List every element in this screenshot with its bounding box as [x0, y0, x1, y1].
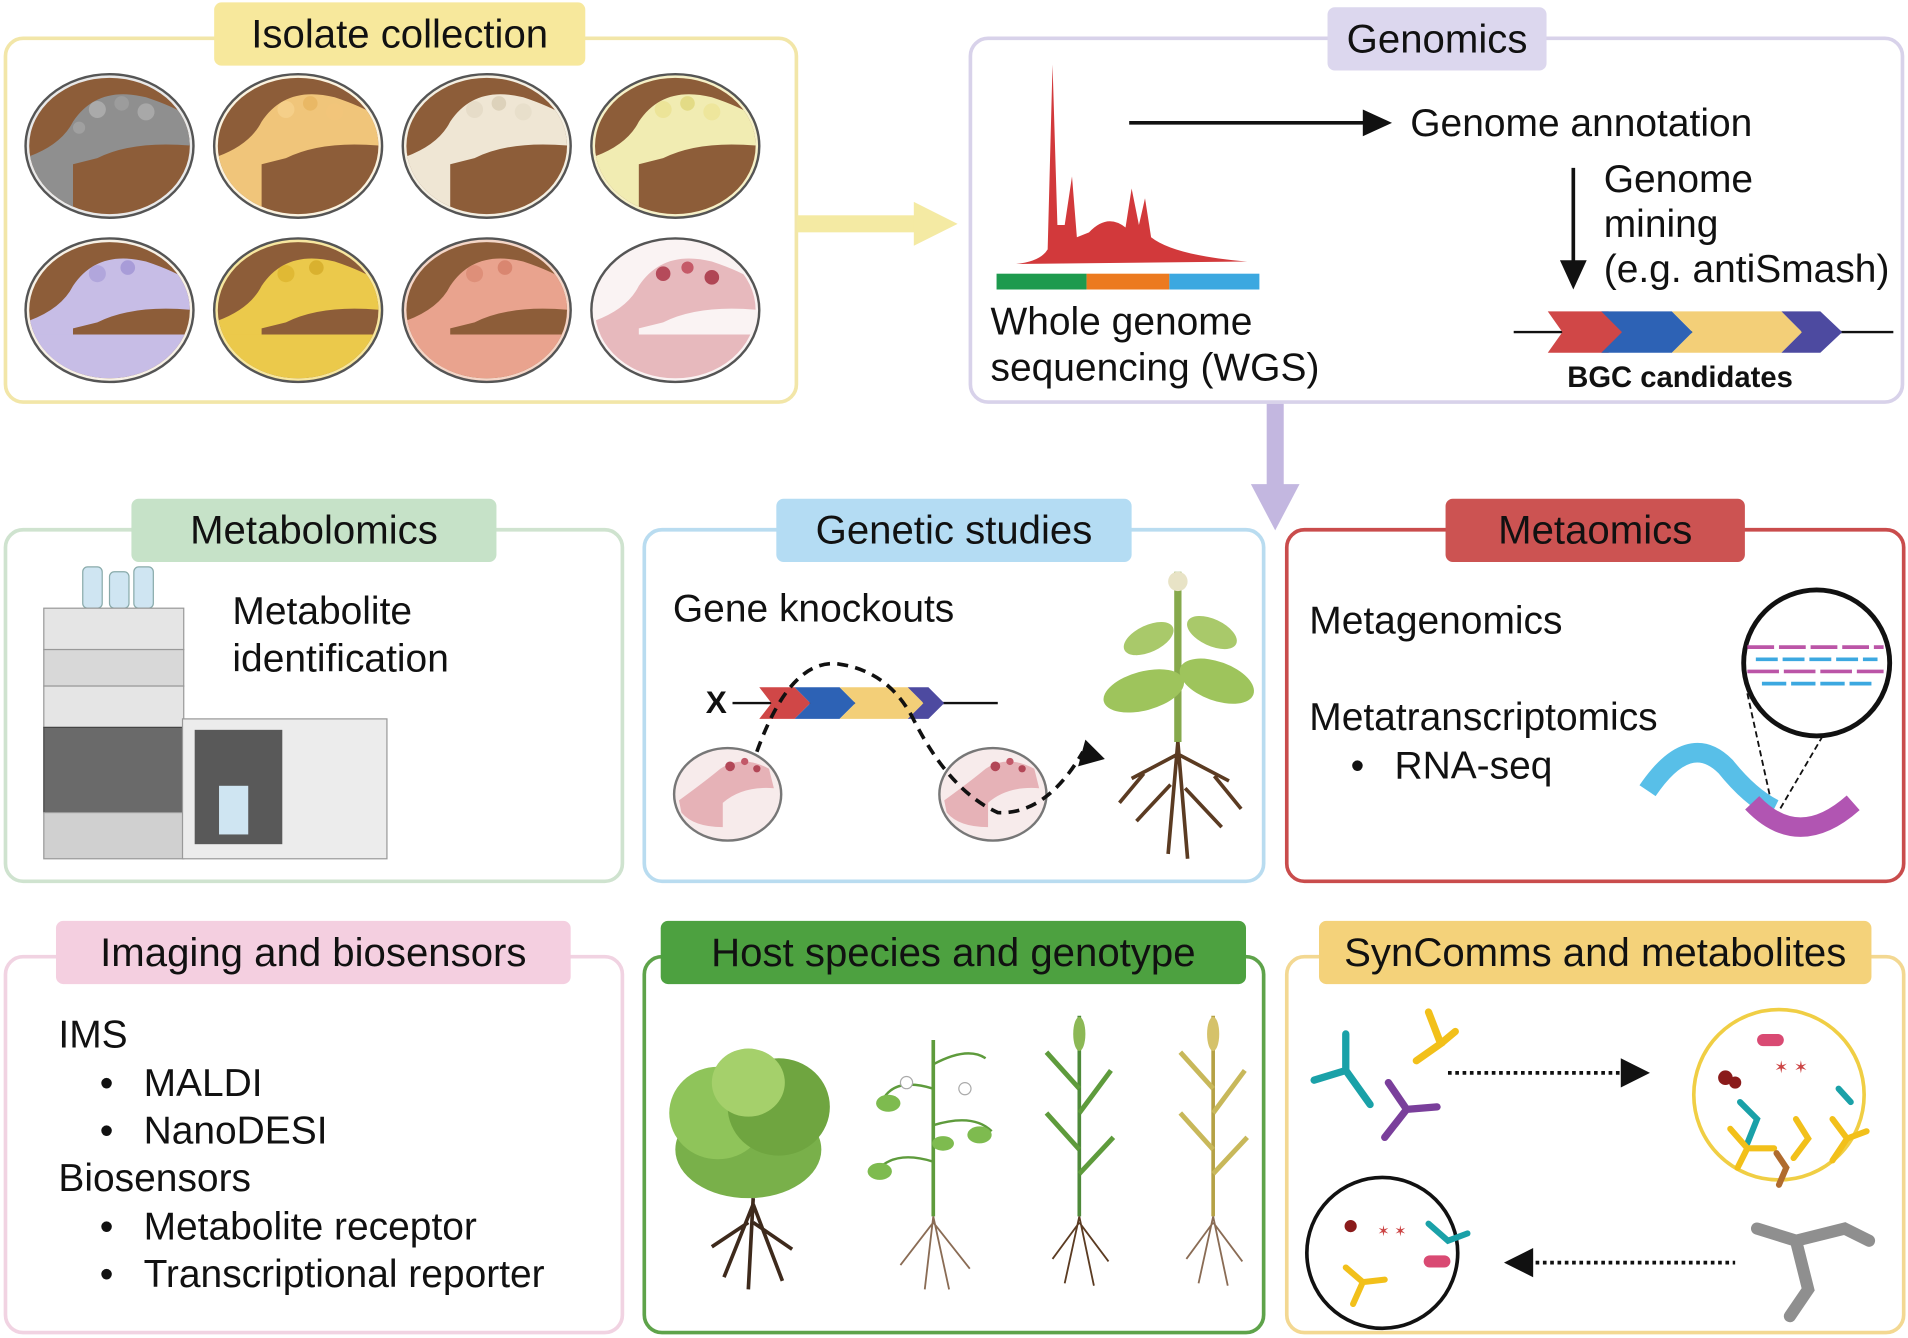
petri-dish-6 [212, 237, 384, 384]
petri-dish-3 [401, 72, 572, 219]
annotation-arrow [1129, 109, 1393, 137]
genome-mining-line2: mining [1603, 201, 1719, 246]
syncomm-assembly-diagram: ✶ ✶ ✶ ✶ [1305, 1007, 1876, 1331]
syncomms-title: SynComms and metabolites [1319, 920, 1872, 985]
biosensors-label: Biosensors [58, 1155, 252, 1200]
wgs-label-line2: sequencing (WGS) [990, 345, 1320, 390]
imaging-title: Imaging and biosensors [55, 920, 571, 985]
knockout-plate-left [672, 746, 783, 842]
dashed-arrow-tip [1078, 739, 1105, 767]
metagenomics-label: Metagenomics [1309, 598, 1563, 643]
petri-dish-7 [401, 237, 572, 384]
mining-arrow [1559, 167, 1587, 290]
petri-dish-5 [24, 237, 195, 384]
genetic-studies-title: Genetic studies [776, 498, 1132, 562]
genome-annotation-label: Genome annotation [1410, 100, 1753, 145]
arrow-to-metaomics [1250, 403, 1300, 531]
sequencing-chromatogram [996, 64, 1260, 290]
maldi-bullet: MALDI [100, 1059, 263, 1105]
knockout-cluster-diagram [672, 661, 1085, 842]
lc-ms-instrument [43, 566, 388, 860]
knockout-plate-right [938, 746, 1048, 842]
knockout-x-mark: X [705, 683, 727, 721]
host-title: Host species and genotype [660, 920, 1247, 985]
genome-mining-line3: (e.g. antiSmash) [1603, 246, 1890, 291]
transcriptional-reporter-bullet: Transcriptional reporter [100, 1250, 545, 1296]
arrow-to-genomics [797, 201, 958, 246]
petri-dish-4 [590, 72, 761, 219]
rna-seq-bullet: RNA-seq [1351, 742, 1553, 788]
pea-plant [867, 1040, 993, 1290]
lettuce-plant [669, 1048, 830, 1290]
metabolomics-title: Metabolomics [131, 498, 497, 562]
metabolite-identification-line2: identification [232, 636, 449, 680]
metabolite-identification-line1: Metabolite [232, 588, 413, 633]
bgc-candidates-label: BGC candidates [1567, 361, 1793, 395]
isolate-collection-title: Isolate collection [214, 2, 586, 66]
gene-knockouts-label: Gene knockouts [672, 586, 955, 631]
svg-text:✶ ✶: ✶ ✶ [1774, 1058, 1808, 1078]
seedling-illustration [1103, 571, 1254, 859]
genomics-title: Genomics [1327, 7, 1547, 71]
bgc-gene-cluster [1513, 311, 1894, 353]
genome-mining-line1: Genome [1603, 156, 1754, 201]
host-plants-illustration [669, 1015, 1249, 1290]
petri-dish-grid [24, 72, 761, 384]
wheat-plant-golden [1178, 1015, 1249, 1286]
metabolite-receptor-bullet: Metabolite receptor [100, 1203, 477, 1249]
genomics-panel [968, 36, 1905, 404]
metatranscriptomics-label: Metatranscriptomics [1309, 694, 1658, 739]
svg-text:✶ ✶: ✶ ✶ [1377, 1223, 1406, 1240]
metaomics-title: Metaomics [1445, 498, 1745, 562]
petri-dish-2 [212, 72, 384, 219]
petri-dish-1 [24, 72, 195, 219]
wheat-plant-green [1044, 1015, 1116, 1286]
nanodesi-bullet: NanoDESI [100, 1107, 328, 1153]
ims-label: IMS [58, 1012, 128, 1056]
wgs-label-line1: Whole genome [990, 299, 1253, 344]
rna-read-zoom [1639, 587, 1893, 837]
petri-dish-8 [590, 237, 761, 384]
